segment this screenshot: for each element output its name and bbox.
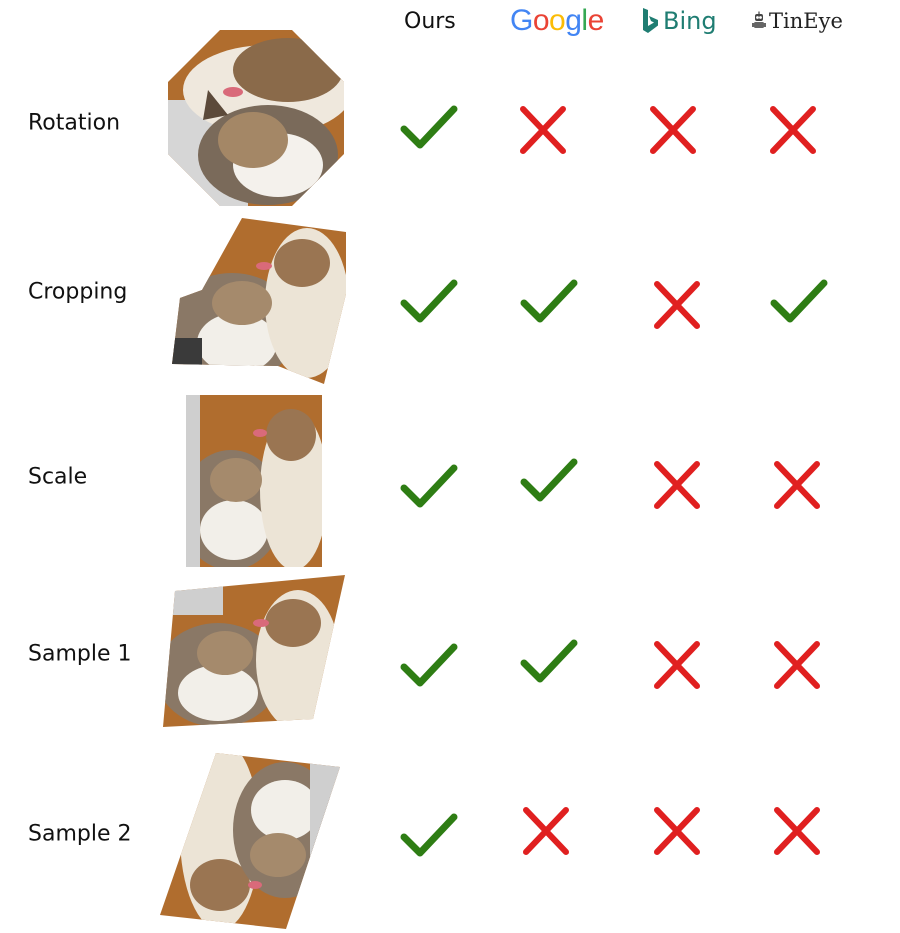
check-icon [520,458,578,502]
cross-icon [654,461,700,509]
cross-icon [774,807,820,855]
google-letter: G [510,4,533,37]
google-letter: o [549,4,566,37]
cross-icon [654,281,700,329]
bing-logo: Bing [641,4,717,38]
cross-icon [650,106,696,154]
robot-icon [752,11,766,28]
cat-image-scaled [186,395,322,567]
cross-icon [523,807,569,855]
cross-icon [774,461,820,509]
check-icon [400,105,458,149]
tineye-label: TinEye [769,9,843,33]
cross-icon [654,807,700,855]
row-label: Rotation [28,110,121,136]
tineye-logo: TinEye [751,4,843,38]
check-icon [520,279,578,323]
bing-label: Bing [663,7,717,35]
cat-image-sheared [163,575,345,727]
column-ours: Ours [404,8,456,34]
google-letter: e [587,4,605,37]
check-icon [770,279,828,323]
bing-icon [643,8,658,33]
row-label: Sample 1 [28,641,132,667]
google-letter: o [532,4,550,37]
cross-icon [520,106,566,154]
cross-icon [774,641,820,689]
cat-image-flipped [160,753,340,929]
check-icon [520,639,578,683]
cross-icon [654,641,700,689]
row-label: Scale [28,464,88,490]
cross-icon [770,106,816,154]
cat-image-cropped [172,218,346,384]
cat-image-rotated [168,30,344,206]
check-icon [400,813,458,857]
row-label: Sample 2 [28,821,132,847]
check-icon [400,464,458,508]
check-icon [400,279,458,323]
google-letter: g [565,4,582,37]
check-icon [400,643,458,687]
row-label: Cropping [28,279,128,305]
google-letter: l [581,4,588,37]
